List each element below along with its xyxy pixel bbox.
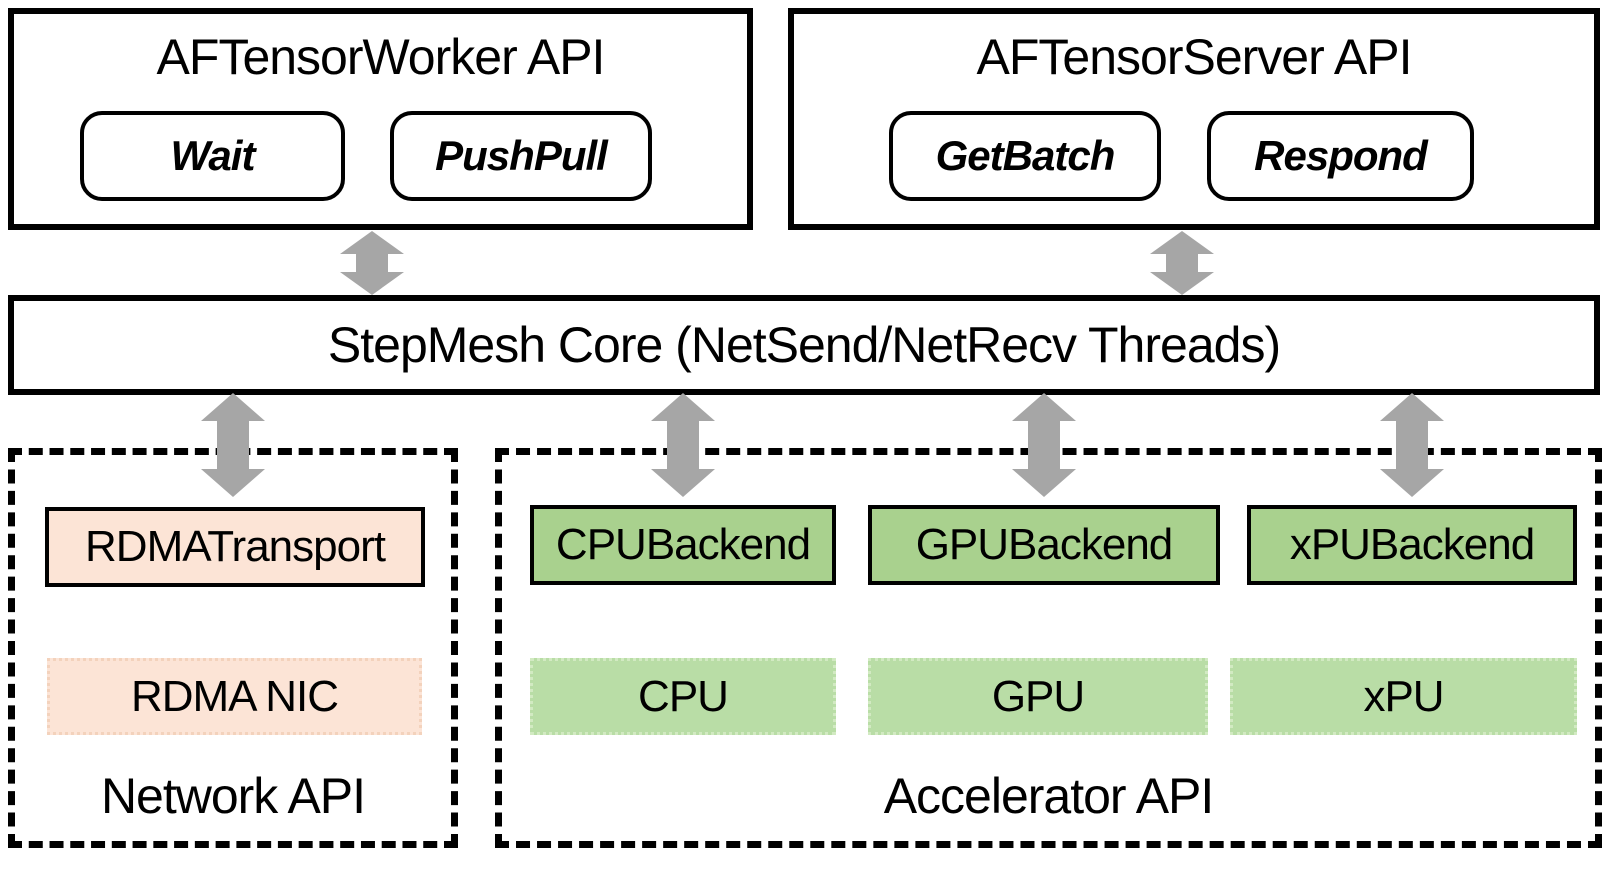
- xpu-backend-chip: xPUBackend: [1247, 505, 1577, 585]
- worker-core-arrow-icon: [340, 231, 404, 295]
- aftensorworker-api-box: AFTensorWorker API Wait PushPull: [8, 8, 753, 230]
- core-gpubackend-arrow-icon: [1012, 393, 1076, 497]
- rdma-transport-chip: RDMATransport: [45, 507, 425, 587]
- network-api-label: Network API: [100, 768, 366, 824]
- accelerator-api-zone: CPUBackend GPUBackend xPUBackend CPU GPU…: [495, 448, 1602, 848]
- accelerator-api-label: Accelerator API: [883, 768, 1215, 824]
- core-network-arrow-icon: [201, 393, 265, 497]
- server-core-arrow-icon: [1150, 231, 1214, 295]
- getbatch-op-shape: GetBatch: [889, 111, 1161, 201]
- network-api-zone: RDMATransport RDMA NIC Network API: [8, 448, 458, 848]
- wait-op-shape: Wait: [80, 111, 345, 201]
- aftensorserver-api-title: AFTensorServer API: [976, 29, 1413, 85]
- gpu-device-chip: GPU: [868, 658, 1208, 735]
- aftensorserver-api-box: AFTensorServer API GetBatch Respond: [788, 8, 1600, 230]
- stepmesh-core-label: StepMesh Core (NetSend/NetRecv Threads): [327, 317, 1281, 373]
- rdma-nic-chip: RDMA NIC: [47, 658, 422, 735]
- stepmesh-core-box: StepMesh Core (NetSend/NetRecv Threads): [8, 295, 1600, 395]
- core-cpubackend-arrow-icon: [651, 393, 715, 497]
- cpu-device-chip: CPU: [530, 658, 836, 735]
- respond-op-shape: Respond: [1207, 111, 1474, 201]
- pushpull-op-shape: PushPull: [390, 111, 652, 201]
- aftensorworker-api-title: AFTensorWorker API: [156, 29, 606, 85]
- xpu-device-chip: xPU: [1230, 658, 1577, 735]
- gpu-backend-chip: GPUBackend: [868, 505, 1220, 585]
- core-xpubackend-arrow-icon: [1380, 393, 1444, 497]
- cpu-backend-chip: CPUBackend: [530, 505, 836, 585]
